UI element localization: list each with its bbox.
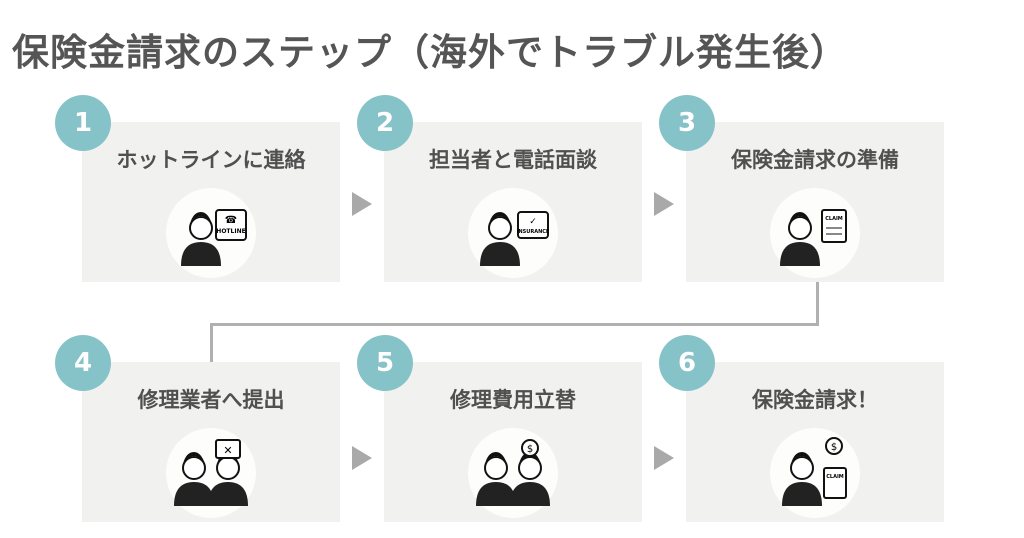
svg-text:☎: ☎ [225,215,237,226]
step-label: 修理業者へ提出 [137,388,285,412]
arrow-right-icon [654,446,674,470]
step-label: 担当者と電話面談 [429,148,597,172]
person-calling-hotline-icon: HOTLINE ☎ [166,188,256,278]
arrow-right-icon [352,192,372,216]
step-label: 保険金請求の準備 [731,148,899,172]
agent-on-phone-insurance-icon: INSURANCE ✓ [468,188,558,278]
connector-line [210,323,819,326]
step-card-6: 保険金請求！ $ CLAIM [686,362,944,522]
step-number-badge: 3 [659,95,715,151]
svg-text:✕: ✕ [223,444,232,457]
connector-line [210,323,213,363]
paying-repair-cost-icon: $ [468,428,558,518]
step-card-2: 担当者と電話面談 INSURANCE ✓ [384,122,642,282]
svg-text:✓: ✓ [529,217,537,227]
step-number-badge: 4 [55,335,111,391]
step-card-3: 保険金請求の準備 CLAIM [686,122,944,282]
step-number-badge: 5 [357,335,413,391]
step-label: 保険金請求！ [752,388,878,412]
illustration-tag: CLAIM [826,474,844,480]
step-number-badge: 6 [659,335,715,391]
page-title: 保険金請求のステップ（海外でトラブル発生後） [12,31,848,74]
claim-submission-icon: $ CLAIM [770,428,860,518]
person-writing-claim-icon: CLAIM [770,188,860,278]
illustration-tag: HOTLINE [216,228,245,235]
step-card-1: ホットラインに連絡 HOTLINE ☎ [82,122,340,282]
illustration-tag: CLAIM [825,216,843,222]
arrow-right-icon [654,192,674,216]
step-card-4: 修理業者へ提出 ✕ [82,362,340,522]
svg-text:$: $ [831,442,837,453]
illustration-tag: $ [527,444,533,455]
repair-handover-icon: ✕ [166,428,256,518]
arrow-right-icon [352,446,372,470]
step-number-badge: 2 [357,95,413,151]
step-number-badge: 1 [55,95,111,151]
step-label: ホットラインに連絡 [116,148,306,172]
step-label: 修理費用立替 [450,388,576,412]
step-card-5: 修理費用立替 $ [384,362,642,522]
illustration-tag: INSURANCE [517,229,550,235]
connector-line [816,282,819,326]
